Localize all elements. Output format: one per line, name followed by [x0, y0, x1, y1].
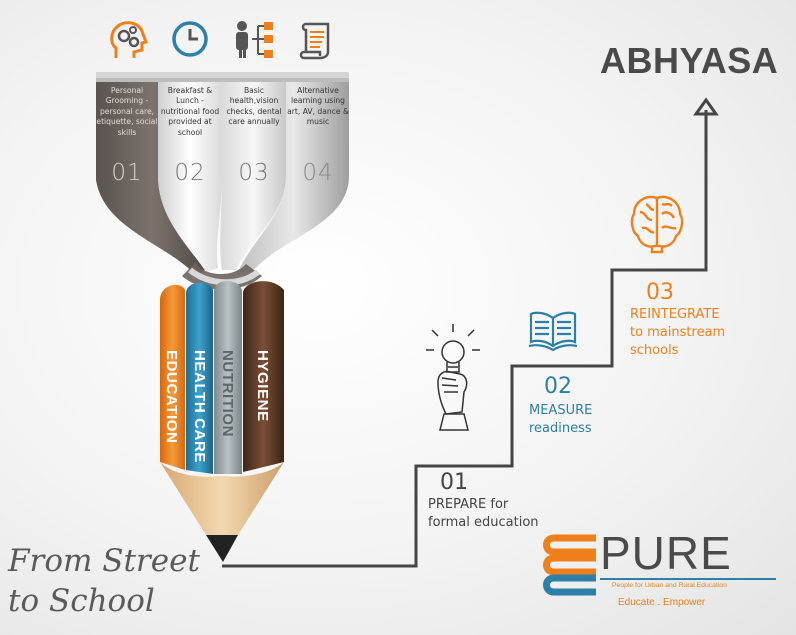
logo-title: PURE [600, 527, 732, 579]
step-3-line2: to mainstream [630, 325, 726, 340]
step-3-line3: schools [630, 343, 679, 358]
logo-subtitle: People for Urban and Rural Education [612, 582, 727, 589]
tagline-line2: to School [8, 583, 155, 619]
pencil-lead [206, 535, 238, 562]
strip-1-number: 01 [111, 160, 143, 186]
step-2-line1: MEASURE [529, 403, 593, 418]
organization-chart-icon [236, 21, 273, 58]
step-3-number: 03 [646, 280, 674, 305]
strip-1 [96, 82, 208, 276]
strip-2-text: Breakfast & Lunch - nutritional food pro… [160, 86, 220, 137]
step-2-line2: readiness [529, 421, 592, 436]
pencil-wood [160, 462, 284, 535]
pillar-nutrition [214, 281, 242, 474]
pillar-label-nutrition: NUTRITION [219, 350, 236, 438]
step-2-label: MEASURE readiness [529, 402, 592, 438]
step-1-line1: PREPARE for [428, 497, 509, 512]
step-3-label: REINTEGRATE to mainstream schools [630, 306, 725, 360]
step-1-number: 01 [440, 470, 468, 495]
strip-1-text: Personal Grooming - personal care, etiqu… [96, 86, 158, 137]
staircase-line [222, 110, 708, 568]
logo-underline [600, 578, 776, 580]
staircase-arrow [693, 97, 719, 116]
gears-head-icon [110, 21, 148, 58]
strip-3-text: Basic health,vision checks, dental care … [226, 86, 282, 127]
pure-logo-icon [543, 534, 596, 596]
tagline-line1: From Street [8, 543, 200, 579]
strip-4-number: 04 [302, 160, 334, 186]
scroll-icon [299, 22, 330, 60]
step-1-line2: formal education [428, 515, 539, 530]
step-3-line1: REINTEGRATE [630, 307, 720, 322]
brain-icon [630, 195, 684, 254]
pillar-health-care [186, 282, 213, 474]
strip-3 [220, 82, 286, 270]
strip-2-number: 02 [174, 160, 206, 186]
open-book-icon [528, 311, 578, 352]
top-band [96, 72, 349, 82]
strip-2 [158, 82, 222, 272]
pillar-label-hygiene: HYGIENE [254, 350, 271, 422]
clock-icon [172, 21, 208, 57]
strip-3-number: 03 [238, 160, 270, 186]
pillar-label-education: EDUCATION [163, 350, 180, 444]
brand-title: ABHYASA [600, 40, 779, 81]
pillar-hygiene [243, 281, 284, 472]
step-1-label: PREPARE for formal education [428, 496, 539, 532]
strip-4-text: Alternative learning using art, AV, danc… [287, 86, 349, 127]
step-2-number: 02 [544, 374, 572, 399]
hand-lightbulb-icon [426, 324, 480, 431]
strip-4 [238, 82, 349, 272]
pillar-label-health-care: HEALTH CARE [191, 350, 208, 463]
logo-tagline: Educate . Empower [618, 597, 706, 608]
pillar-education [160, 284, 185, 470]
